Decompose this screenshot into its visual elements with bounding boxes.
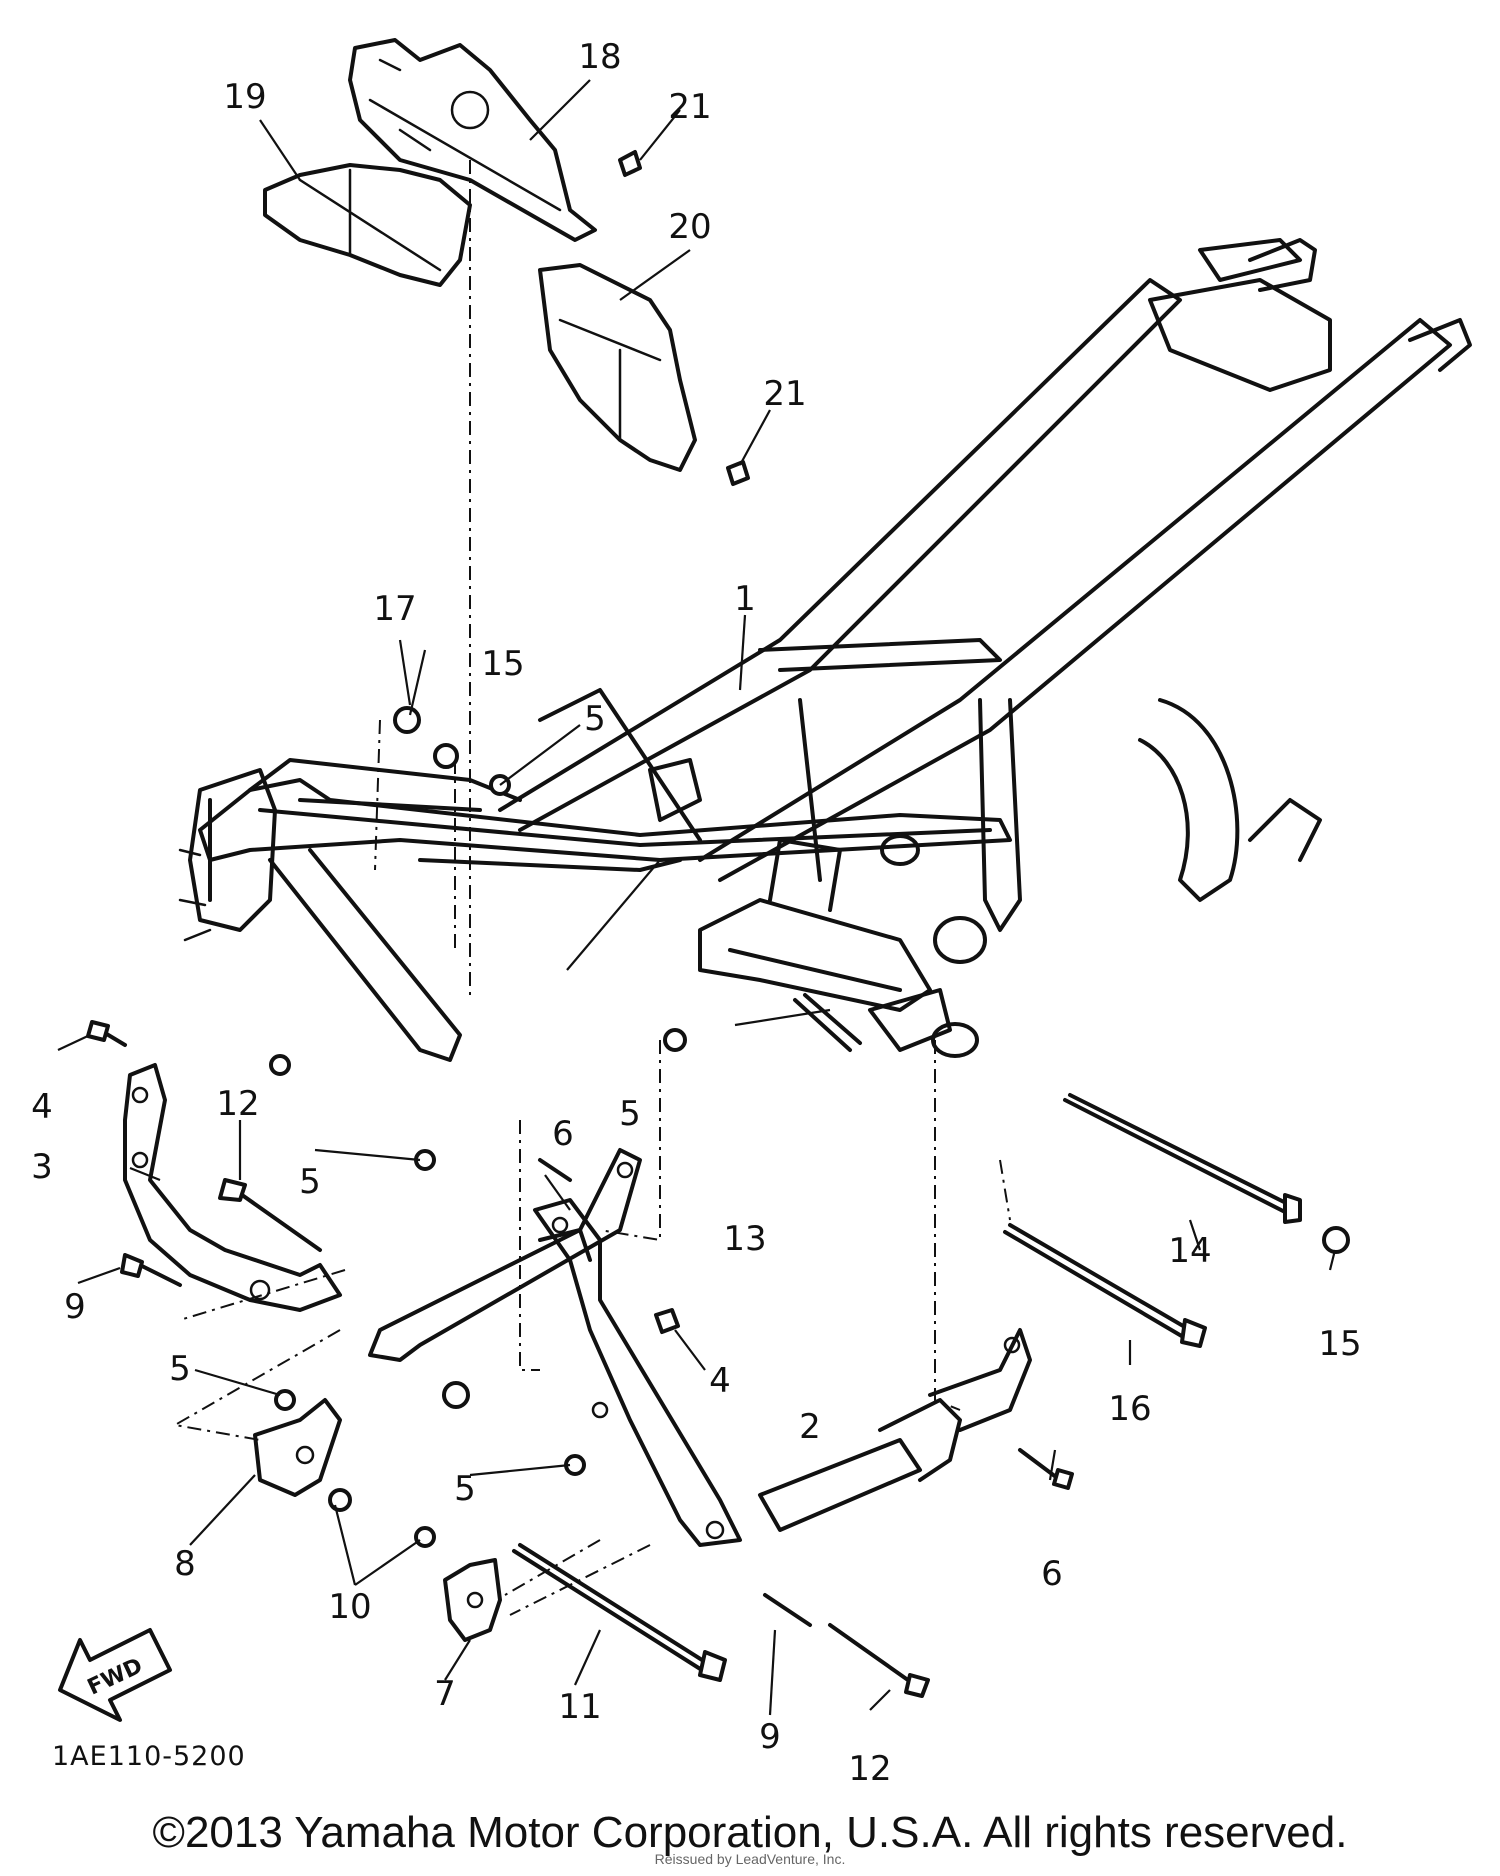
label-10: 10	[328, 1587, 371, 1627]
label-6a: 6	[552, 1114, 574, 1154]
watermark-text: Reissued by LeadVenture, Inc.	[654, 1851, 846, 1867]
label-5a: 5	[584, 699, 606, 739]
lower-bracket-4	[533, 1198, 742, 1547]
label-14: 14	[1168, 1231, 1211, 1271]
copyright-notice: ©2013 Yamaha Motor Corporation, U.S.A. A…	[152, 1808, 1348, 1857]
label-12a: 12	[216, 1084, 259, 1124]
label-2: 2	[799, 1407, 821, 1447]
label-5c: 5	[299, 1162, 321, 1202]
label-18: 18	[578, 37, 621, 77]
label-17: 17	[373, 589, 416, 629]
part-labels: 1 2 3 4 4 5 5 5 5 5 6 6 7 8 9 9 10 11 12…	[31, 37, 1361, 1789]
label-16: 16	[1108, 1389, 1151, 1429]
label-8: 8	[174, 1544, 196, 1584]
label-4a: 4	[31, 1087, 53, 1127]
label-7: 7	[434, 1674, 456, 1714]
plate-7	[443, 1558, 502, 1642]
label-20: 20	[668, 207, 711, 247]
label-5b: 5	[619, 1094, 641, 1134]
label-13: 13	[723, 1219, 766, 1259]
label-3: 3	[31, 1147, 53, 1187]
label-9a: 9	[64, 1287, 86, 1327]
panel-19	[263, 163, 472, 287]
lower-bracket-3	[123, 1063, 342, 1312]
label-11: 11	[558, 1687, 601, 1727]
label-15a: 15	[481, 644, 524, 684]
diagram-code: 1AE110-5200	[52, 1741, 246, 1772]
main-frame	[178, 238, 1472, 1062]
label-19: 19	[223, 77, 266, 117]
label-5e: 5	[454, 1469, 476, 1509]
label-9b: 9	[759, 1717, 781, 1757]
lower-bracket-2	[758, 1328, 1032, 1532]
label-1: 1	[734, 579, 756, 619]
leader-lines	[57, 79, 1337, 1716]
label-6b: 6	[1041, 1554, 1063, 1594]
label-15b: 15	[1318, 1324, 1361, 1364]
label-12b: 12	[848, 1749, 891, 1789]
label-4b: 4	[709, 1361, 731, 1401]
label-21a: 21	[668, 87, 711, 127]
alignment-lines	[172, 160, 1011, 1616]
bolts	[86, 150, 1302, 1698]
plate-8	[253, 1398, 342, 1497]
panel-18	[348, 38, 597, 242]
panel-20	[538, 263, 697, 472]
nuts	[269, 706, 1350, 1548]
label-21b: 21	[763, 374, 806, 414]
label-5d: 5	[169, 1349, 191, 1389]
fwd-arrow-icon: FWD	[58, 1628, 172, 1722]
